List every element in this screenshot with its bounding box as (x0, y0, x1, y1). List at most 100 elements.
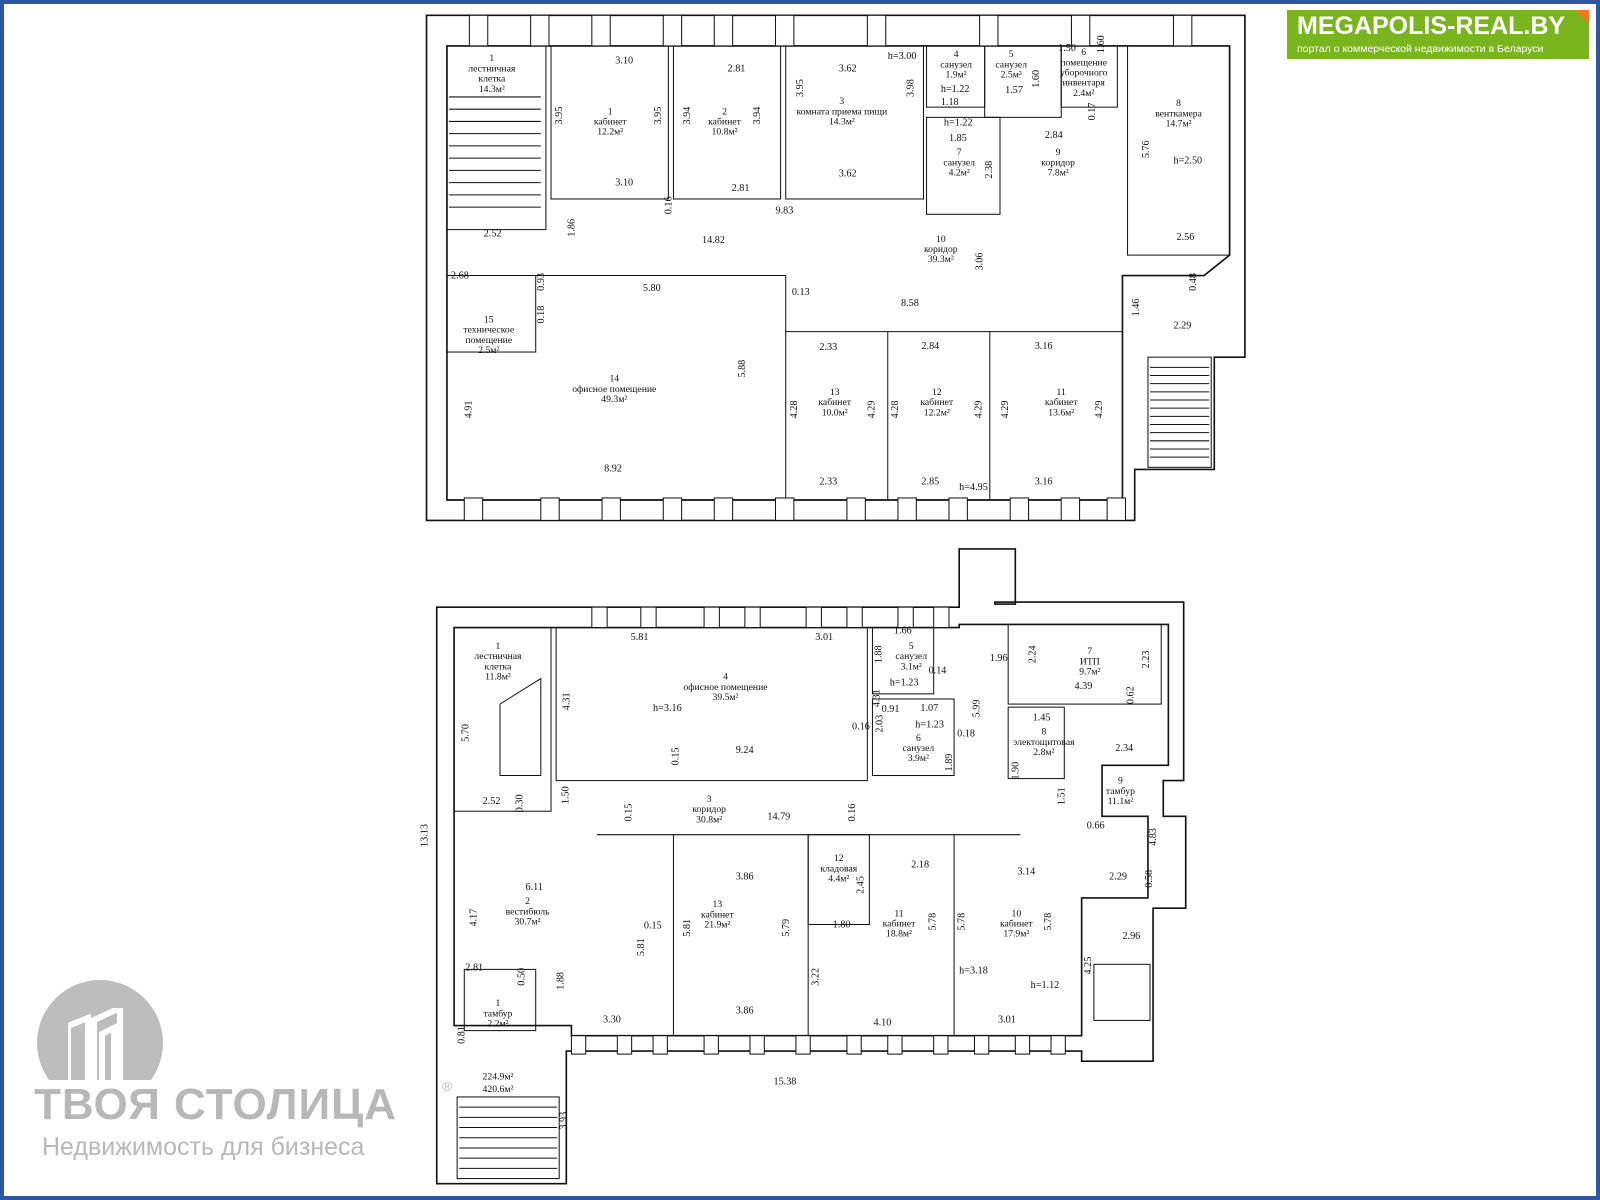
window (530, 14, 550, 47)
dimension-label: h=4.95 (959, 482, 988, 493)
dimension-label: h=1.23 (890, 678, 919, 689)
room-label-line: 9 (1118, 776, 1123, 787)
dimension-label: 8.92 (604, 463, 622, 474)
dimension-label: 0.66 (1087, 821, 1105, 832)
watermark-registered: ® (442, 1078, 453, 1094)
dimension-label: 0.50 (516, 968, 527, 986)
dimension-label: 5.79 (781, 919, 792, 937)
window (897, 497, 917, 521)
room-label-line: техническое (463, 325, 514, 336)
upper-room-14 (446, 275, 787, 500)
room-label-line: 7.8м² (1048, 168, 1069, 179)
dimension-label: 1.86 (566, 219, 577, 237)
room-label-line: 2 (525, 896, 530, 907)
window (468, 14, 489, 47)
room-label-line: 10 (1011, 908, 1021, 919)
dimension-label: 2.81 (732, 183, 750, 194)
room-label-line: электощитовая (1013, 737, 1075, 748)
window (616, 1035, 633, 1055)
dimension-label: 2.52 (484, 229, 502, 240)
window (662, 497, 683, 521)
lower-stair-flight (499, 677, 542, 777)
room-label-line: 11 (894, 908, 903, 919)
dimension-label: 1.80 (833, 920, 851, 931)
room-label-line: 13 (830, 387, 840, 398)
watermark-title: ТВОЯ СТОЛИЦА (34, 1080, 398, 1129)
dimension-label: 3.06 (975, 253, 986, 271)
dimension-label: 5.78 (956, 913, 967, 931)
dimension-label: 4.29 (1094, 401, 1105, 419)
window (713, 14, 734, 47)
dimension-label: 14.82 (702, 235, 725, 246)
dimension-label: h=1.22 (941, 84, 970, 95)
room-label-line: 6 (1081, 47, 1086, 58)
room-label-line: 3.1м² (901, 661, 922, 672)
dimension-label: 1.57 (1005, 85, 1023, 96)
upper-room-5 (984, 45, 1062, 118)
dimension-label: 0.15 (644, 921, 662, 932)
room-label-line: тамбур (483, 1008, 512, 1019)
dimension-label: 2.56 (1177, 232, 1195, 243)
room-label-line: 10 (936, 234, 946, 245)
dimension-label: 0.91 (882, 704, 900, 715)
dimension-label: 5.88 (737, 360, 748, 378)
dimension-label: 3.95 (795, 79, 806, 97)
window (866, 14, 887, 47)
room-label-line: 30.7м² (515, 916, 541, 927)
lower-outer-wall (435, 548, 1187, 1185)
room-label-line: 11 (1057, 387, 1066, 398)
dimension-label: 4.31 (561, 692, 572, 710)
watermark-bars-icon (68, 1008, 123, 1080)
dimension-label: 2.33 (819, 342, 837, 353)
dimension-label: 2.03 (875, 715, 886, 733)
room-label-line: уборочного (1060, 68, 1108, 79)
dimension-label: 5.78 (1043, 913, 1054, 931)
dimension-label: 3.62 (839, 169, 857, 180)
room-label-line: 11.8м² (485, 672, 511, 683)
total-area-label: 224.9м² (483, 1072, 514, 1083)
dimension-label: 1.88 (874, 645, 885, 663)
upper-floor-plan (425, 14, 1246, 1169)
dimension-label: h=3.18 (959, 965, 988, 976)
window (713, 497, 734, 521)
dimension-label: 9.24 (736, 745, 754, 756)
room-label-line: 17.9м² (1003, 929, 1029, 940)
room-label-line: 1 (489, 53, 494, 64)
room-label-line: кабинет (1000, 919, 1033, 930)
room-label-line: 3 (839, 96, 844, 107)
dimension-label: 1.88 (555, 972, 566, 990)
room-label-line: 21.9м² (704, 920, 730, 931)
dimension-label: 0.93 (536, 273, 547, 291)
dimension-label: 3.14 (1017, 866, 1035, 877)
lower-room-4 (555, 627, 868, 782)
dimension-label: 2.52 (483, 796, 501, 807)
room-label-line: помещение (465, 335, 512, 346)
dimension-label: 2.18 (911, 859, 929, 870)
room-label-line: вестибюль (506, 906, 551, 917)
dimension-label: 1.90 (1010, 762, 1021, 780)
dimension-label: 4.29 (974, 401, 985, 419)
window (463, 497, 484, 521)
room-label-line: санузел (895, 651, 927, 662)
window (1172, 14, 1193, 47)
room-label-line: офисное помещение (572, 384, 656, 395)
room-label-line: 30.8м² (696, 814, 722, 825)
dimension-label: 1.60 (1031, 70, 1042, 88)
megapolis-logo[interactable]: MEGAPOLIS-REAL.BY портал о коммерческой … (1287, 10, 1589, 59)
room-label-line: 3.9м² (908, 753, 929, 764)
room-label-line: 2.2м² (487, 1019, 508, 1030)
dimension-label: 2.81 (465, 962, 483, 973)
room-label-line: 7 (957, 147, 962, 158)
room-label-line: 1 (608, 106, 613, 117)
dimension-label: 6.11 (526, 882, 543, 893)
room-label-line: 11.1м² (1108, 796, 1134, 807)
